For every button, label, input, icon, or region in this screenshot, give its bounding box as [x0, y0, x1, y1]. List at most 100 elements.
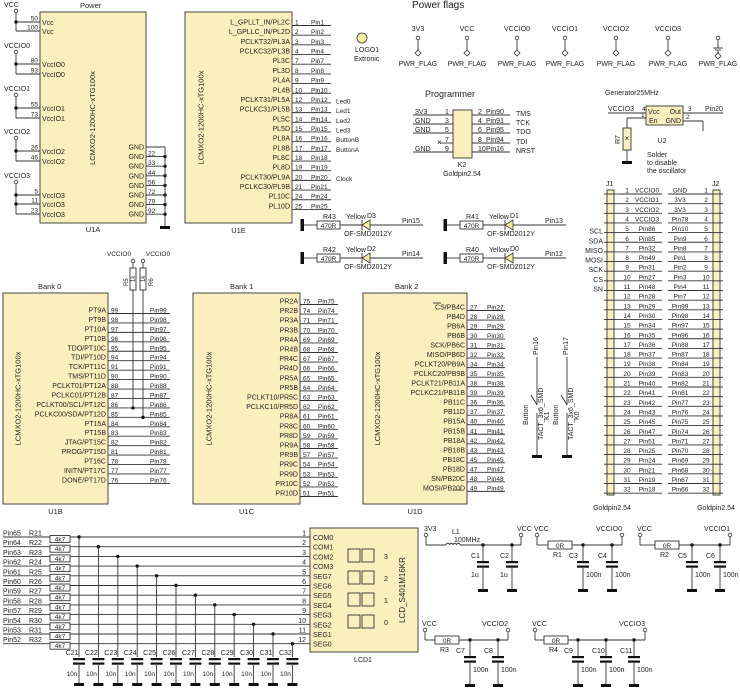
pin-name: GND: [128, 164, 144, 171]
pin-number: 42: [470, 438, 478, 445]
pin-name: COM3: [313, 564, 333, 571]
power-port-icon: [727, 532, 733, 538]
pin-number: 46: [31, 155, 39, 162]
pin-number: 82: [111, 440, 119, 447]
pin-number: 4: [625, 216, 629, 223]
net-label: Pin94: [486, 137, 504, 144]
capacitor-plate: [606, 561, 618, 564]
capacitor-value: 10n: [261, 671, 272, 678]
pin-name: COM0: [313, 535, 333, 542]
pin-name: PL4A: [273, 78, 290, 85]
resistor-R26: [49, 583, 71, 592]
pin-number: 3: [295, 39, 299, 46]
chip-body-U1C: [192, 292, 301, 505]
component-ref: L1: [452, 529, 460, 536]
pin-number: 1: [704, 188, 708, 195]
resistor-R27: [49, 593, 71, 602]
component-ref: C30: [240, 650, 253, 657]
pin-name: GND: [128, 145, 144, 152]
capacitor-value: 100n: [473, 667, 489, 674]
chip-title: Bank 0: [38, 282, 61, 291]
power-port-icon: [13, 8, 19, 14]
signal-note: Led3: [336, 127, 351, 134]
pin-number: 28: [702, 448, 710, 455]
pin-number: 31: [702, 477, 710, 484]
junction-dot: [141, 415, 145, 420]
capacitor-plate: [286, 658, 299, 661]
pin-name: PB18B: [443, 447, 465, 454]
capacitor-value: 100n: [609, 667, 625, 674]
capacitor-plate: [286, 662, 299, 665]
pin-name: PCLKC20/PB9B: [414, 371, 465, 378]
signal-note: CS: [593, 277, 603, 284]
pin-name: PR8D: [279, 433, 298, 440]
pin-number: 12: [702, 294, 710, 301]
pin-name: VccIO3: [42, 202, 65, 209]
net-label: Pin66: [672, 487, 689, 494]
pin-number: 83: [111, 430, 119, 437]
pin-number: 3: [688, 106, 692, 113]
pin-number: 27: [623, 438, 631, 445]
pin-name: PCLKT01/PT12A: [52, 383, 106, 390]
button-label: Button: [553, 405, 560, 425]
power-net-label: VCCIO2: [482, 621, 508, 628]
net-label: GND: [415, 146, 431, 153]
pin-name: PT15A: [85, 421, 107, 428]
net-label: Pin63: [3, 550, 21, 557]
net-label: Pin38: [487, 381, 504, 388]
junction-dot: [14, 202, 18, 206]
ground-icon: [478, 589, 488, 592]
net-label: Pin1: [673, 255, 686, 262]
resistor-R24: [49, 564, 71, 573]
net-label: Pin95: [150, 345, 167, 352]
pin-number: 9: [445, 146, 449, 153]
pin-number: 39: [470, 390, 478, 397]
capacitor-plate: [477, 561, 489, 564]
power-net-label: VCCIO3: [4, 173, 30, 180]
net-label: Pin39: [487, 390, 504, 397]
net-label: Pin47: [487, 466, 504, 473]
signal-note: TCK: [516, 120, 530, 127]
seven-segment-digit: [347, 548, 361, 563]
net-label: Pin53: [318, 471, 335, 478]
seven-segment-digit: [361, 592, 375, 607]
pin-number: 77: [111, 468, 119, 475]
pin-name: PL3C: [272, 58, 290, 65]
power-port-icon: [13, 135, 19, 141]
pin-number: 66: [303, 366, 311, 373]
pin-name: PB4D: [447, 314, 465, 321]
pin-number: 81: [111, 449, 119, 456]
component-ref: R42: [323, 247, 336, 254]
capacitor-value: 10n: [183, 671, 194, 678]
chip-ref: U1E: [231, 226, 246, 235]
pin-name: PR9C: [279, 462, 298, 469]
pin-number: 24: [702, 409, 710, 416]
ground-icon: [715, 589, 725, 592]
pin-number: 2: [295, 29, 299, 36]
pin-number: 78: [111, 459, 119, 466]
pin-name: PL8A: [273, 136, 290, 143]
capacitor-value: 10n: [67, 671, 78, 678]
ground-icon: [229, 683, 240, 686]
net-label: Pin54: [318, 462, 335, 469]
connector-J1: [606, 189, 615, 496]
power-net-label: VCCIO3: [619, 621, 645, 628]
pin-number: 8: [295, 68, 299, 75]
pin-number: 80: [31, 58, 39, 65]
pin-name: TMS/PT11D: [68, 374, 106, 381]
net-label: Pin37: [487, 409, 504, 416]
pin-name: SN/PB20C: [431, 476, 465, 483]
net-label: Pin37: [639, 352, 656, 359]
capacitor-plate: [577, 561, 589, 564]
chip-ref: U1B: [48, 507, 63, 516]
chip-title: Power: [80, 1, 102, 10]
pin-number: 30: [623, 467, 631, 474]
pin-number: 31: [623, 477, 631, 484]
capacitor-value: 100n: [586, 572, 602, 579]
pin-number: 11: [703, 284, 710, 291]
signal-note: Led2: [336, 118, 351, 125]
power-port-icon: [13, 49, 19, 55]
resistor-R4-value: 0R: [552, 638, 561, 645]
resistor-R30: [49, 622, 71, 631]
